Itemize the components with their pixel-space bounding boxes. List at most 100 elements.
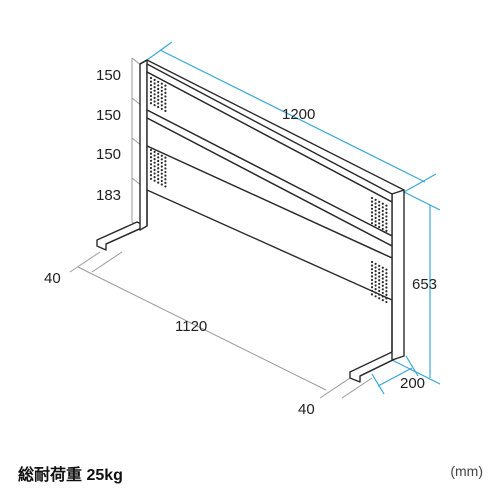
perforation-hole [164, 163, 167, 166]
perforation-hole [157, 102, 160, 105]
perforation-hole [374, 280, 377, 284]
perforation-hole [370, 260, 374, 264]
perforation-hole [149, 170, 153, 173]
perforation-hole [374, 206, 377, 209]
perforation-hole [378, 207, 381, 211]
perforation-hole [378, 200, 381, 203]
perforation-hole [381, 273, 384, 277]
perforation-hole [378, 282, 381, 285]
perforation-hole [149, 174, 153, 177]
perforation-hole [370, 278, 374, 282]
dimension-label-depth: 200 [400, 375, 425, 392]
perforation-hole [149, 166, 153, 170]
perforation-hole [153, 154, 156, 157]
perforation-hole [160, 179, 163, 183]
top-width-dimension [146, 41, 437, 193]
perforation-hole [164, 167, 167, 170]
perforation-hole [160, 154, 163, 157]
perforation-hole [381, 281, 384, 284]
perforation-hole [385, 215, 388, 218]
perforation-hole [149, 177, 153, 180]
perforation-hole [153, 179, 156, 182]
perforation-hole [160, 89, 163, 93]
perforation-hole [153, 104, 156, 107]
perforation-hole [149, 80, 153, 83]
perforation-hole [385, 218, 388, 222]
perforation-hole [153, 89, 156, 92]
unit-label: (mm) [450, 463, 483, 479]
perforation-hole [385, 226, 388, 229]
perforation-hole [157, 98, 160, 101]
perforation-hole [374, 220, 377, 223]
perforation-hole [378, 215, 381, 218]
perforation-hole [157, 170, 160, 173]
perforation-hole [374, 198, 377, 202]
perforation-hole [381, 270, 384, 273]
perforation-hole [160, 165, 163, 168]
perforation-hole [370, 204, 374, 207]
perforation-hole [157, 167, 160, 170]
perforation-hole [370, 214, 374, 218]
perforation-hole [378, 289, 381, 293]
perforation-hole [374, 295, 377, 298]
perforation-hole [149, 87, 153, 90]
perforation-hole [164, 156, 167, 159]
perforation-hole [160, 161, 163, 165]
perforation-hole [153, 176, 156, 179]
perforation-hole [370, 282, 374, 285]
perforation-hole [370, 211, 374, 214]
perforation-hole [385, 272, 388, 275]
perforation-hole [370, 196, 374, 200]
perforation-hole [378, 279, 381, 282]
perforation-hole [164, 106, 167, 109]
perforation-hole [385, 290, 388, 293]
perforation-hole [160, 82, 163, 85]
perforation-hole [160, 86, 163, 89]
perforation-hole [160, 93, 163, 96]
perforation-hole [385, 229, 388, 232]
perforation-hole [378, 222, 381, 225]
perforation-hole [153, 168, 156, 172]
dimension-label-row3: 150 [96, 146, 121, 163]
perforation-hole [378, 218, 381, 221]
perforation-hole [374, 284, 377, 287]
perforation-hole [381, 224, 384, 227]
perforation-hole [374, 273, 377, 276]
perforation-hole [153, 158, 156, 161]
perforation-hole [381, 206, 384, 209]
dimension-label-row2: 150 [96, 107, 121, 124]
dimension-label-row4: 183 [96, 187, 121, 204]
perforation-hole [160, 172, 163, 175]
perforation-hole [378, 271, 381, 275]
perforation-hole [370, 289, 374, 292]
perforation-hole [385, 293, 388, 296]
perforation-hole [381, 291, 384, 295]
perforation-hole [385, 279, 388, 282]
perforation-hole [381, 213, 384, 216]
perforation-hole [157, 156, 160, 159]
perforation-hole [385, 297, 388, 300]
perforation-hole [160, 183, 163, 186]
perforation-hole [374, 262, 377, 266]
dimension-label-foot-left: 40 [44, 270, 61, 287]
perforation-hole [385, 300, 388, 304]
perforation-hole [374, 291, 377, 294]
perforation-hole [164, 178, 167, 181]
perforation-holes [149, 76, 388, 304]
perforation-hole [149, 152, 153, 155]
perforation-hole [153, 100, 156, 103]
perforation-hole [157, 181, 160, 184]
perforation-hole [160, 176, 163, 179]
perforation-hole [385, 222, 388, 225]
left-post [139, 59, 148, 231]
perforation-hole [370, 264, 374, 267]
perforation-hole [385, 204, 388, 207]
perforation-hole [378, 286, 381, 289]
perforation-hole [370, 286, 374, 289]
perforation-hole [370, 200, 374, 203]
perforation-hole [160, 107, 163, 111]
perforation-hole [160, 169, 163, 172]
perforation-hole [153, 172, 156, 175]
perforation-hole [157, 95, 160, 98]
